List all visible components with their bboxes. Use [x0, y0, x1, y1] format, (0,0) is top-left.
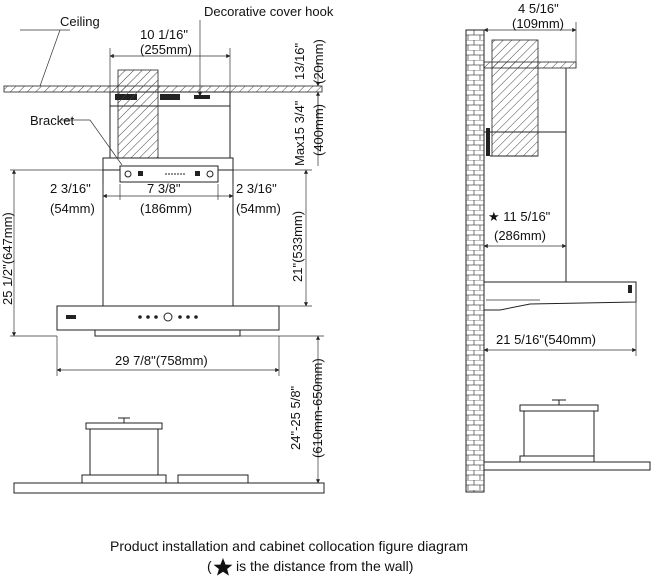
side-top-mm: (109mm) [512, 16, 564, 31]
wall-distance-in: ★ 11 5/16" [488, 209, 551, 224]
install-height: 24"-25 5/8" [288, 385, 303, 450]
side-pot [519, 399, 599, 457]
wall [465, 29, 485, 493]
pot [85, 417, 163, 476]
side-chimney-duct [491, 39, 539, 157]
bracket-right-mm: (54mm) [236, 201, 281, 216]
ceiling-gap-mm: (20mm) [311, 39, 326, 84]
decorative-cover-hook-label: Decorative cover hook [204, 4, 334, 19]
caption-line-2: is the distance from the wall) [236, 558, 413, 574]
side-depth: 21 5/16"(540mm) [496, 332, 596, 347]
bracket-left-in: 2 3/16" [50, 181, 91, 196]
ceiling-label: Ceiling [60, 14, 100, 29]
right-dimension-lines [483, 22, 637, 356]
side-hood-panel [483, 281, 637, 311]
cover-width-mm: (255mm) [140, 42, 192, 57]
body-height: 21"(533mm) [290, 211, 305, 282]
bracket-right-in: 2 3/16" [236, 181, 277, 196]
caption-open-paren: ( [207, 558, 212, 574]
bracket [102, 157, 234, 183]
max-chimney: Max15 3/4" [292, 100, 307, 166]
wall-distance-mm: (286mm) [494, 228, 546, 243]
star-icon [213, 558, 233, 576]
side-ceiling [483, 61, 577, 69]
max-chimney-mm: (400mm) [311, 104, 326, 156]
bracket-left-mm: (54mm) [50, 201, 95, 216]
ceiling [3, 85, 323, 93]
stove [13, 474, 325, 494]
side-top-in: 4 5/16" [518, 1, 559, 16]
install-height-mm: (610mm-650mm) [310, 358, 325, 458]
side-counter [483, 455, 651, 471]
hood-panel [56, 305, 280, 337]
total-height: 25 1/2"(647mm) [0, 212, 15, 305]
hood-width: 29 7/8"(758mm) [115, 353, 208, 368]
cover-width-in: 10 1/16" [140, 27, 188, 42]
ceiling-gap: 13/16" [292, 42, 307, 80]
bracket-mid-in: 7 3/8" [147, 181, 181, 196]
left-dimension-lines [10, 20, 324, 484]
bracket-label: Bracket [30, 113, 74, 128]
chimney-duct [117, 69, 159, 171]
caption-line-1: Product installation and cabinet colloca… [110, 538, 468, 554]
bracket-mid-mm: (186mm) [140, 201, 192, 216]
